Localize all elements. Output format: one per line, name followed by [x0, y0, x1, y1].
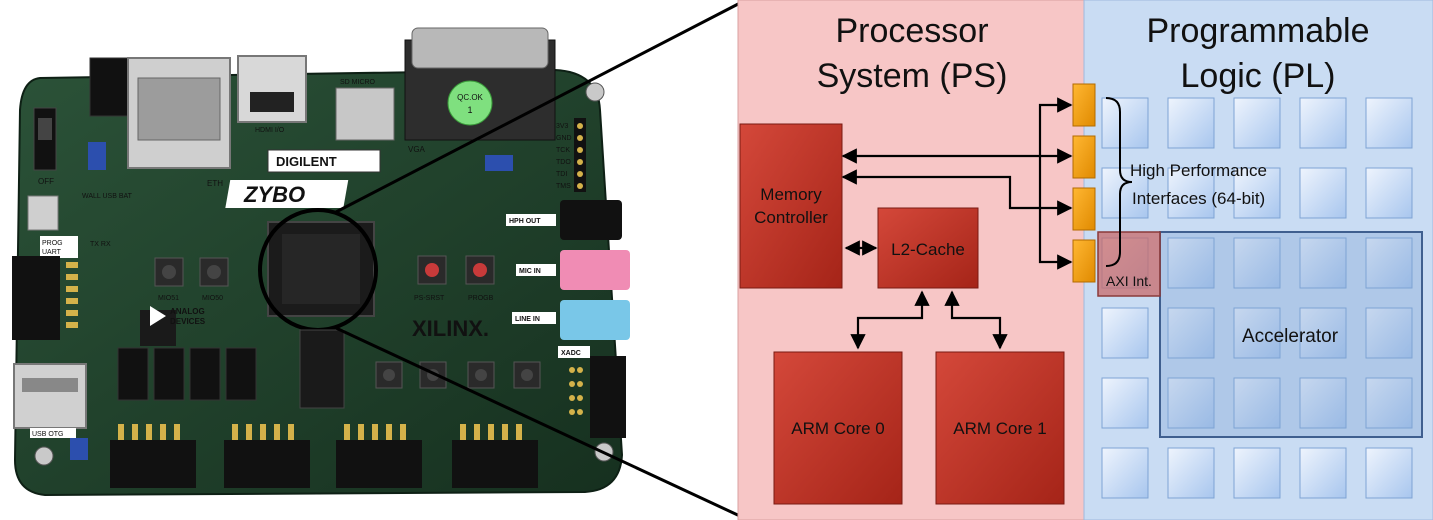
zybo-badge	[225, 180, 349, 208]
ps-title-line1: Processor	[835, 12, 988, 50]
hp-brace	[1105, 97, 1133, 267]
axi-int-label: AXI Int.	[1106, 273, 1152, 289]
usb-host-port	[13, 363, 87, 429]
analog-label-2: DEVICES	[170, 317, 206, 326]
digilent-badge	[267, 149, 381, 173]
push-buttons	[154, 255, 541, 389]
ddr-chip	[299, 329, 345, 409]
qc-num: 1	[467, 105, 472, 115]
digilent-logo: DIGILENT	[276, 154, 337, 169]
mount-hole	[34, 446, 54, 466]
chip-die	[282, 234, 360, 304]
jtag-pin-label: TMS	[556, 183, 571, 190]
jumper	[70, 438, 88, 460]
memory-controller-block	[739, 123, 843, 289]
axi-int-block	[1097, 231, 1161, 297]
jtag-header	[574, 118, 586, 192]
vga-shell	[411, 27, 549, 69]
zybo-board-photo: ETH HDMI I/O SD MICRO QC.OK 1 VGA OFF WA…	[12, 27, 630, 497]
micro-usb	[27, 195, 59, 231]
sd-label: SD MICRO	[340, 79, 376, 86]
usb-otg-label: USB OTG	[32, 431, 64, 438]
pl-cell-grid	[1101, 97, 1413, 499]
xadc-tag	[558, 346, 590, 358]
xilinx-logo: XILINX.	[412, 316, 489, 341]
mio50-label: MIO50	[202, 295, 223, 302]
hph-tag	[506, 214, 556, 226]
tx-rx-label: TX RX	[90, 241, 111, 248]
prog-uart-tag	[40, 236, 78, 258]
sd-slot	[335, 87, 395, 141]
xadc-header	[590, 356, 626, 438]
l2-cache-label: L2-Cache	[891, 240, 965, 259]
xadc-pins	[569, 367, 583, 415]
usb-otg-tag	[30, 428, 76, 438]
pmod-header-left	[12, 256, 60, 340]
jumper	[88, 142, 106, 170]
hp-ports	[1072, 83, 1096, 283]
off-label: OFF	[38, 177, 54, 186]
vga-label: VGA	[408, 145, 426, 154]
arm-core-1-label: ARM Core 1	[953, 419, 1047, 438]
qc-label: QC.OK	[457, 93, 483, 102]
prog-label: PROG	[42, 240, 63, 247]
hdmi-connector	[237, 55, 307, 123]
eth-label: ETH	[207, 179, 223, 188]
audio-jack-hph	[560, 200, 622, 240]
ps-title-line2: System (PS)	[817, 57, 1008, 95]
usb-slot	[22, 378, 78, 392]
hp-interfaces-line2: Interfaces (64-bit)	[1132, 189, 1265, 208]
accelerator-region	[1159, 231, 1423, 438]
analog-devices-icon	[150, 306, 166, 326]
hph-label: HPH OUT	[509, 218, 541, 225]
memory-controller-line1: Memory	[760, 185, 822, 204]
pin-row	[66, 262, 78, 328]
jumper	[485, 155, 513, 171]
xadc-label: XADC	[561, 350, 581, 357]
audio-jack-line	[560, 300, 630, 340]
zoom-line-top	[335, 0, 743, 214]
l2-cache-block	[877, 207, 979, 289]
jtag-pin-label: TDI	[556, 171, 567, 178]
mio51-label: MIO51	[158, 295, 179, 302]
pmod-headers-bottom	[110, 424, 538, 488]
zynq-block-diagram: Processor System (PS) Programmable Logic…	[737, 0, 1433, 520]
line-tag	[512, 312, 556, 324]
mic-tag	[516, 264, 556, 276]
audio-jack-mic	[560, 250, 630, 290]
ps-srst-label: PS-SRST	[414, 295, 445, 302]
mic-label: MIC IN	[519, 268, 541, 275]
jtag-pin-label: 3V3	[556, 123, 569, 130]
arm-core-1-block	[935, 351, 1065, 505]
jtag-pin-label: TDO	[556, 159, 571, 166]
hdmi-label: HDMI I/O	[255, 127, 285, 134]
zybo-logo: ZYBO	[243, 182, 305, 207]
mount-hole	[585, 82, 605, 102]
jtag-pin-label: GND	[556, 135, 572, 142]
arm-core-0-block	[773, 351, 903, 505]
ethernet-port	[137, 77, 221, 141]
analog-label-1: ANALOG	[170, 307, 205, 316]
accelerator-label: Accelerator	[1242, 326, 1339, 347]
slide-switches	[117, 347, 257, 401]
progb-label: PROGB	[468, 295, 494, 302]
qc-sticker	[447, 80, 493, 126]
uart-label: UART	[42, 249, 62, 256]
zoom-line-bottom	[335, 326, 743, 519]
arm-core-0-label: ARM Core 0	[791, 419, 885, 438]
connection-arrows	[841, 97, 1073, 350]
hdmi-port	[250, 92, 294, 112]
pl-title-line1: Programmable	[1147, 12, 1370, 50]
hp-interfaces-line1: High Performance	[1130, 161, 1267, 180]
memory-controller-line2: Controller	[754, 208, 828, 227]
line-label: LINE IN	[515, 316, 540, 323]
switch-knob	[38, 118, 52, 140]
pl-title-line2: Logic (PL)	[1181, 57, 1336, 95]
power-jack	[89, 57, 133, 117]
wall-usb-label: WALL USB BAT	[82, 193, 133, 200]
jtag-pin-label: TCK	[556, 147, 570, 154]
